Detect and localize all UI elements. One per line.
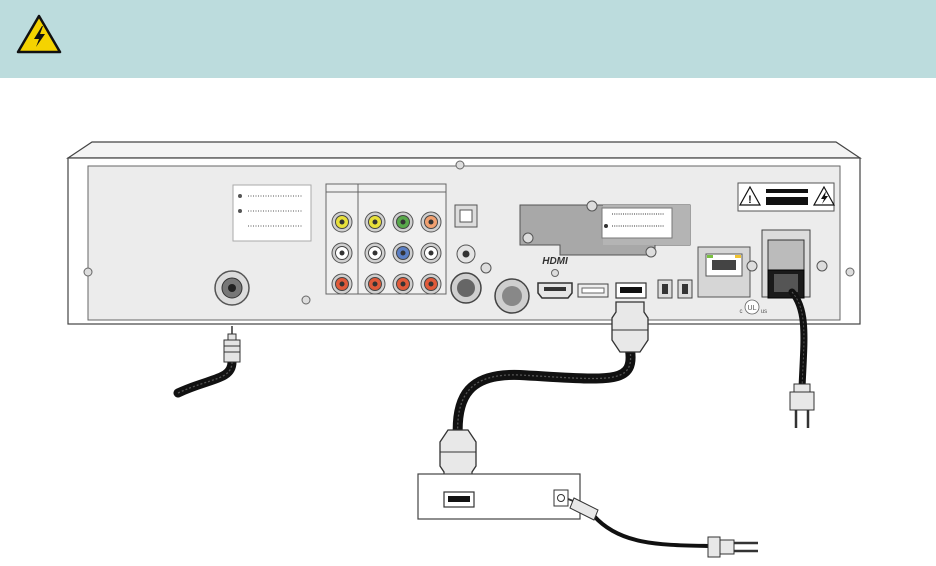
caution-label-icon: ! — [738, 183, 834, 211]
rca-jack — [332, 212, 352, 232]
screw-icon — [817, 261, 827, 271]
svg-text:us: us — [761, 309, 767, 315]
satellite-out-port — [495, 279, 529, 313]
screw-icon — [84, 268, 92, 276]
external-device — [418, 474, 580, 519]
rca-jack — [365, 243, 385, 263]
external-usb-port — [444, 492, 474, 507]
screw-icon — [646, 247, 656, 257]
rf-out-port — [457, 245, 475, 263]
power-plug-icon — [708, 537, 758, 557]
usb-port-front — [578, 284, 608, 297]
coax-input-port — [215, 271, 249, 305]
screw-icon — [747, 261, 757, 271]
screw-icon — [523, 233, 533, 243]
rca-jack — [421, 274, 441, 294]
screw-icon — [552, 270, 559, 277]
screw-icon — [587, 201, 597, 211]
coax-cable — [178, 326, 240, 393]
ethernet-port-icon — [698, 247, 750, 297]
usb-hdmi-cable — [440, 302, 648, 484]
rca-jack — [332, 274, 352, 294]
dc-power-jack — [554, 490, 568, 506]
rca-jack-block — [326, 184, 446, 294]
rca-jack — [393, 212, 413, 232]
svg-text:!: ! — [748, 194, 752, 206]
rca-jack — [332, 243, 352, 263]
rca-jack — [393, 243, 413, 263]
screw-icon — [302, 296, 310, 304]
coax-connector-icon — [224, 326, 240, 362]
svg-text:UL: UL — [748, 305, 757, 312]
power-plug-icon — [790, 384, 814, 428]
rca-jack — [421, 243, 441, 263]
optical-audio-port — [455, 205, 477, 227]
rca-jack — [393, 274, 413, 294]
svg-text:c: c — [740, 309, 743, 315]
hdmi-port-label: HDMI — [542, 256, 568, 267]
hdmi-port — [538, 283, 572, 298]
hdmi-plug-icon — [612, 302, 648, 352]
dc-adapter-cable — [568, 498, 758, 557]
rca-jack — [421, 212, 441, 232]
serial-label-sticker — [233, 185, 311, 241]
screw-icon — [456, 161, 464, 169]
usb-port-connected — [616, 283, 646, 298]
rca-jack — [365, 274, 385, 294]
screw-icon — [846, 268, 854, 276]
rca-jack — [365, 212, 385, 232]
